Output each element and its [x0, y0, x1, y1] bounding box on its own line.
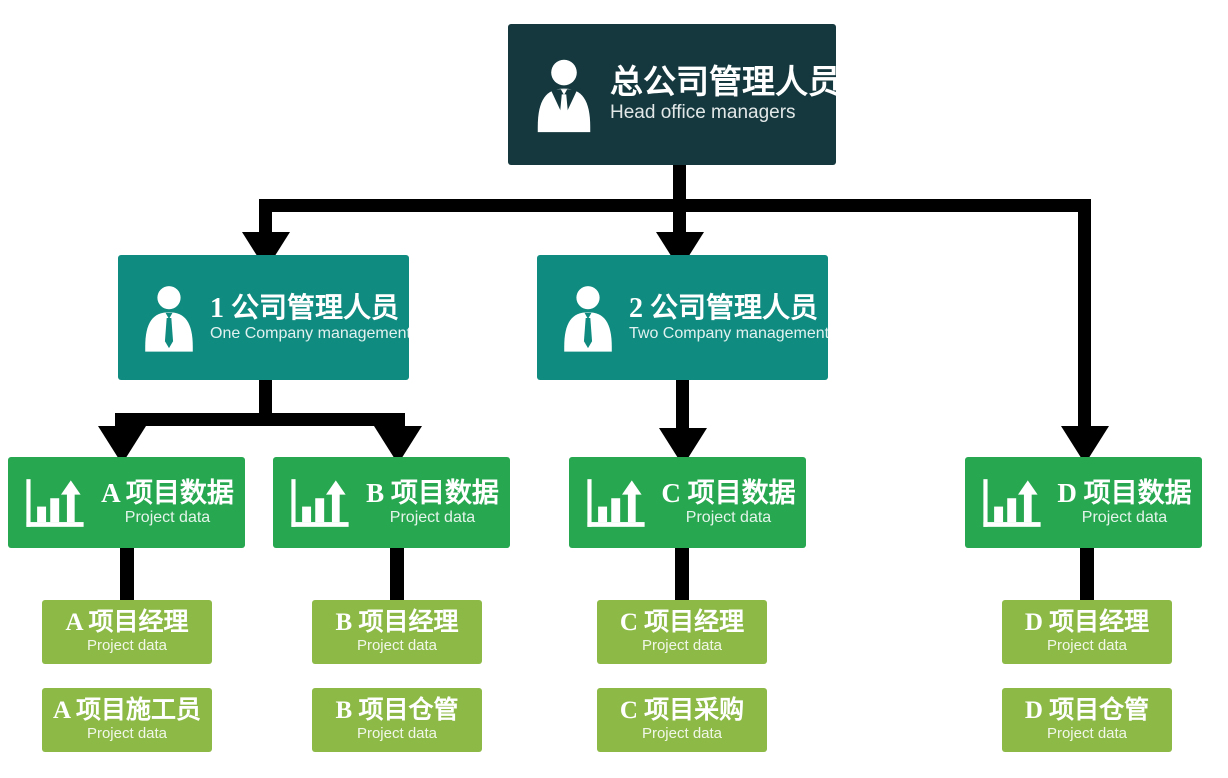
node-project-D: D 项目数据 Project data [965, 457, 1202, 548]
head-title-en: Head office managers [610, 102, 796, 124]
managerC-title-zh: C 项目经理 [619, 609, 745, 637]
person-suit-icon [537, 59, 591, 132]
managerA-title-zh: A 项目经理 [65, 609, 189, 637]
managerB-title-en: Project data [356, 637, 438, 655]
node-manager-D: D 项目经理 Project data [1002, 600, 1172, 664]
connector-company1-horizontal [115, 413, 405, 426]
company1-title-zh: 1 公司管理人员 [210, 292, 400, 324]
node-head-office: 总公司管理人员 Head office managers [508, 24, 841, 165]
projectC-title-zh: C 项目数据 [661, 478, 796, 509]
node-staff-D: D 项目仓管 Project data [1002, 688, 1172, 752]
connector-projectD-to-manager [1080, 548, 1094, 600]
staffA-title-zh: A 项目施工员 [53, 697, 201, 725]
staffC-title-zh: C 项目采购 [619, 697, 745, 725]
staffB-title-en: Project data [356, 725, 438, 743]
bar-chart-up-icon [291, 478, 349, 527]
bar-chart-up-icon [983, 478, 1041, 527]
projectC-title-en: Project data [685, 509, 772, 527]
projectA-title-zh: A 项目数据 [101, 478, 234, 509]
connector-projectB-to-manager [390, 548, 404, 600]
projectB-title-zh: B 项目数据 [366, 478, 499, 509]
node-staff-C: C 项目采购 Project data [597, 688, 767, 752]
company2-title-en: Two Company management [629, 324, 830, 342]
person-tie-icon [564, 285, 612, 352]
connector-projectC-to-manager [675, 548, 689, 600]
connector-company2-down [676, 380, 689, 430]
node-project-A: A 项目数据 Project data [8, 457, 245, 548]
node-staff-A: A 项目施工员 Project data [42, 688, 212, 752]
projectB-title-en: Project data [389, 509, 476, 527]
managerA-title-en: Project data [86, 637, 168, 655]
node-project-C: C 项目数据 Project data [569, 457, 806, 548]
node-manager-A: A 项目经理 Project data [42, 600, 212, 664]
connector-projectD-stem [1078, 212, 1091, 428]
node-manager-C: C 项目经理 Project data [597, 600, 767, 664]
bar-chart-up-icon [587, 478, 645, 527]
company1-title-en: One Company management [210, 324, 411, 342]
connector-company2-stem [673, 212, 686, 234]
node-company-2: 2 公司管理人员 Two Company management [537, 255, 830, 380]
node-company-1: 1 公司管理人员 One Company management [118, 255, 411, 380]
staffD-title-zh: D 项目仓管 [1024, 697, 1150, 725]
bar-chart-up-icon [26, 478, 84, 527]
managerD-title-zh: D 项目经理 [1024, 609, 1150, 637]
staffC-title-en: Project data [641, 725, 723, 743]
company2-title-zh: 2 公司管理人员 [629, 292, 819, 324]
staffA-title-en: Project data [86, 725, 168, 743]
node-manager-B: B 项目经理 Project data [312, 600, 482, 664]
staffD-title-en: Project data [1046, 725, 1128, 743]
managerB-title-zh: B 项目经理 [335, 609, 459, 637]
projectD-title-en: Project data [1081, 509, 1168, 527]
connector-level1-horizontal [259, 199, 1091, 212]
head-title-zh: 总公司管理人员 [610, 65, 841, 102]
person-tie-icon [145, 285, 193, 352]
staffB-title-zh: B 项目仓管 [335, 697, 459, 725]
connector-projectA-to-manager [120, 548, 134, 600]
node-project-B: B 项目数据 Project data [273, 457, 510, 548]
projectA-title-en: Project data [124, 509, 211, 527]
projectD-title-zh: D 项目数据 [1057, 478, 1192, 509]
node-staff-B: B 项目仓管 Project data [312, 688, 482, 752]
managerC-title-en: Project data [641, 637, 723, 655]
connector-company1-down [259, 380, 272, 420]
managerD-title-en: Project data [1046, 637, 1128, 655]
connector-company1-stem [259, 212, 272, 234]
